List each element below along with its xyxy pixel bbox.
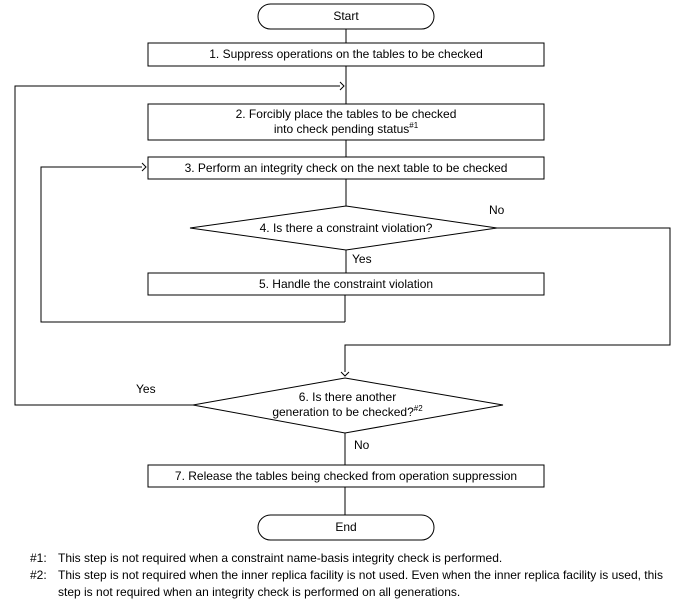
node-step6-decision [192, 377, 504, 434]
edge-label-step4-no: No [489, 203, 505, 217]
node-step7 [147, 464, 545, 488]
footnote-1-marker: #1: [30, 551, 47, 565]
edge-step4-no [340, 227, 671, 377]
node-end [257, 514, 435, 541]
node-step2 [147, 103, 545, 141]
footnote-1-text: This step is not required when a constra… [58, 551, 503, 565]
node-step3 [147, 156, 545, 180]
footnote-1: #1: This step is not required when a con… [30, 550, 670, 567]
node-step4-decision [189, 205, 498, 251]
node-step5 [147, 272, 545, 296]
edge-label-step4-yes: Yes [352, 252, 372, 266]
node-step1 [147, 42, 545, 67]
footnote-2-text: This step is not required when the inner… [58, 568, 663, 599]
footnote-2-marker: #2: [30, 568, 47, 582]
footnotes-block: #1: This step is not required when a con… [30, 550, 670, 601]
edge-step6-yes-loopback [14, 81, 345, 406]
edge-label-step6-yes: Yes [136, 382, 156, 396]
node-start [257, 3, 435, 30]
edge-step5-loopback [40, 162, 345, 323]
edge-label-step6-no: No [354, 438, 370, 452]
footnote-2: #2: This step is not required when the i… [30, 567, 670, 601]
